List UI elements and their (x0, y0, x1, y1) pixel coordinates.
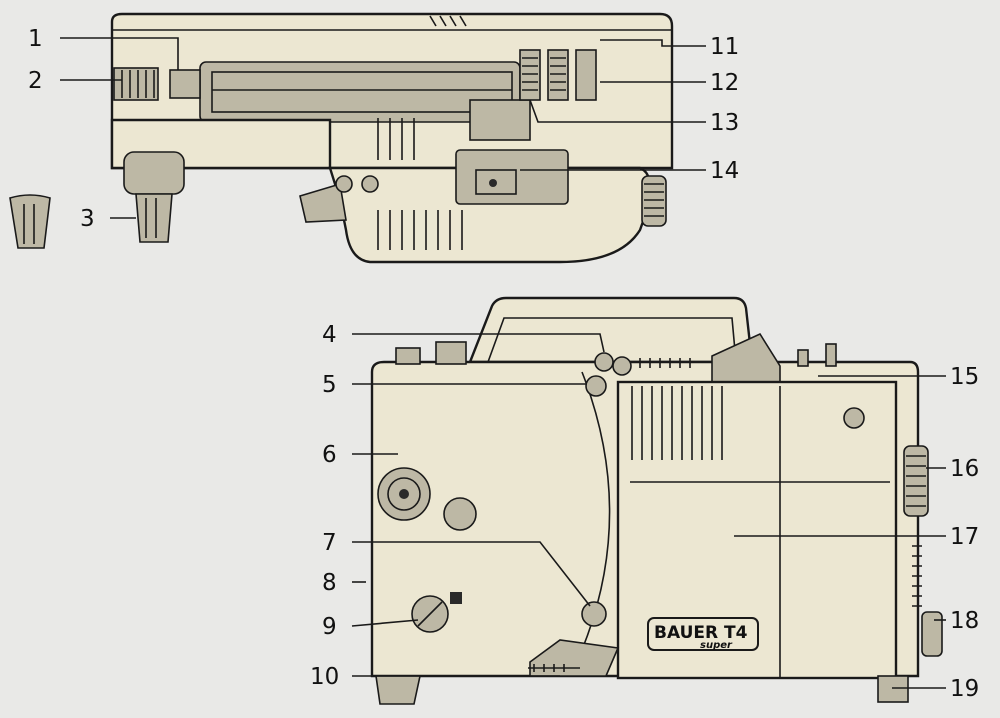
spare-foot-cap (9, 194, 51, 249)
top-view-projector (9, 12, 674, 264)
film-guide (529, 639, 620, 677)
front-foot (375, 675, 421, 705)
top-vents (429, 15, 467, 27)
label-17: 17 (950, 524, 979, 550)
lens-tower (711, 332, 837, 387)
label-1: 1 (28, 26, 43, 52)
label-8: 8 (322, 570, 337, 596)
brand-name: BAUER T4 (654, 623, 748, 643)
label-9: 9 (322, 614, 337, 640)
label-10: 10 (310, 664, 339, 690)
film-guides (299, 175, 379, 223)
label-19: 19 (950, 676, 979, 702)
label-7: 7 (322, 530, 337, 556)
label-2: 2 (28, 68, 43, 94)
brand-sub: super (700, 640, 733, 651)
label-4: 4 (322, 322, 337, 348)
label-13: 13 (710, 110, 739, 136)
lower-vents (377, 210, 463, 250)
label-14: 14 (710, 158, 739, 184)
label-12: 12 (710, 70, 739, 96)
label-18: 18 (950, 608, 979, 634)
label-15: 15 (950, 364, 979, 390)
part-labels: 1 2 3 4 5 6 7 8 9 10 11 12 13 14 15 16 1… (28, 26, 979, 702)
label-3: 3 (80, 206, 95, 232)
side-grille (113, 67, 159, 101)
brand-plate: BAUER T4 super (647, 617, 759, 651)
small-button (581, 601, 607, 627)
rear-foot (877, 675, 909, 703)
rotary-switch (411, 592, 462, 633)
focus-knob-top (641, 175, 667, 227)
lens-holder (455, 149, 569, 205)
label-6: 6 (322, 442, 337, 468)
leader-lines (60, 37, 946, 689)
focus-knob (903, 445, 929, 517)
side-view-projector: BAUER T4 super (370, 296, 943, 705)
label-5: 5 (322, 372, 337, 398)
label-16: 16 (950, 456, 979, 482)
reel-knob (377, 467, 477, 531)
control-wheels (519, 49, 597, 101)
label-11: 11 (710, 34, 739, 60)
adjustable-foot (123, 151, 185, 243)
side-knob (921, 611, 943, 657)
top-knobs (395, 341, 700, 397)
